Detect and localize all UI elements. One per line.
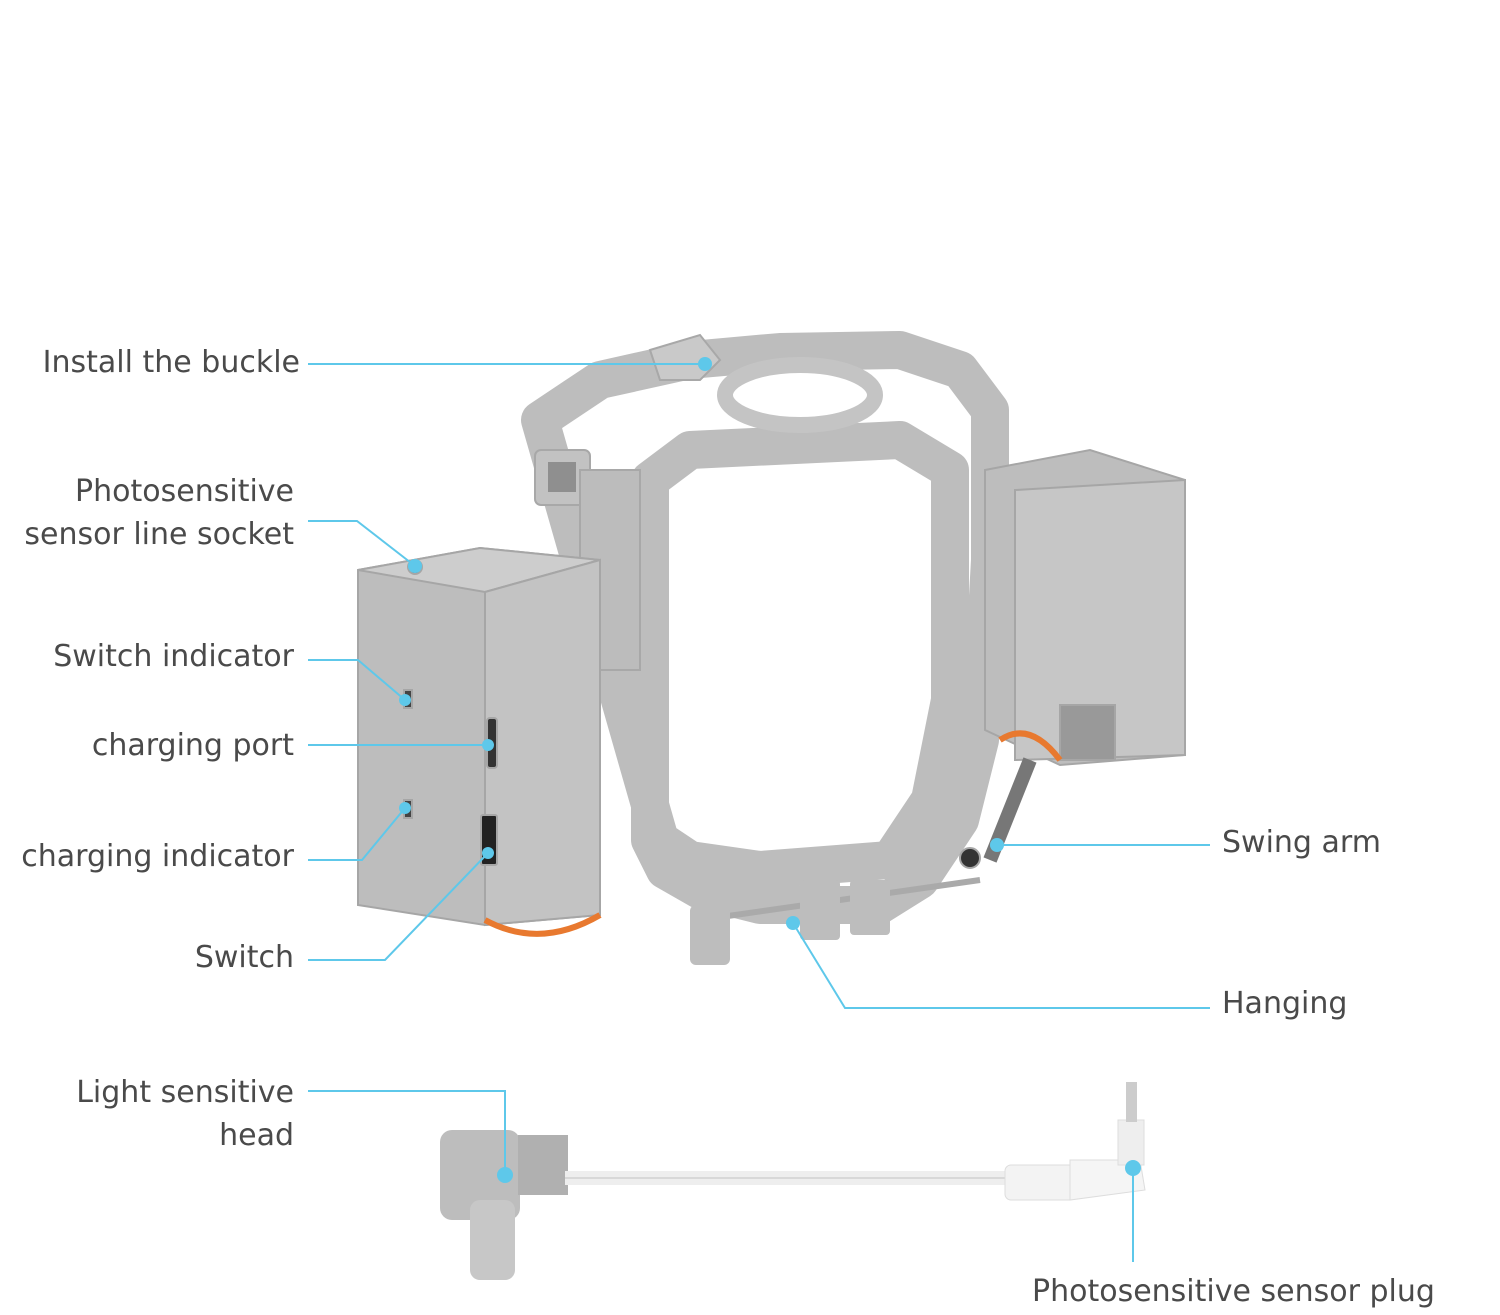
label-swing-arm: Swing arm — [1222, 825, 1381, 860]
label-head-line1: Light sensitive — [76, 1075, 294, 1110]
sensor-cable — [440, 1082, 1146, 1280]
label-charging-port: charging port — [91, 728, 294, 763]
label-hanging: Hanging — [1222, 986, 1348, 1021]
label-charging-indicator: charging indicator — [21, 839, 294, 874]
label-switch-indicator: Switch indicator — [53, 639, 294, 674]
leader-lines — [308, 363, 1210, 1262]
label-socket-line2: sensor line socket — [24, 517, 294, 552]
label-switch: Switch — [194, 940, 294, 975]
label-sensor-plug: Photosensitive sensor plug — [1032, 1274, 1435, 1309]
label-install-buckle: Install the buckle — [42, 345, 300, 380]
hanging-pin — [690, 877, 981, 965]
battery-box — [357, 546, 602, 937]
label-head-line2: head — [219, 1118, 294, 1153]
servo-box — [959, 448, 1186, 869]
release-frame — [521, 331, 1009, 924]
label-socket-line1: Photosensitive — [75, 474, 294, 509]
leader-dots — [399, 357, 1141, 1183]
